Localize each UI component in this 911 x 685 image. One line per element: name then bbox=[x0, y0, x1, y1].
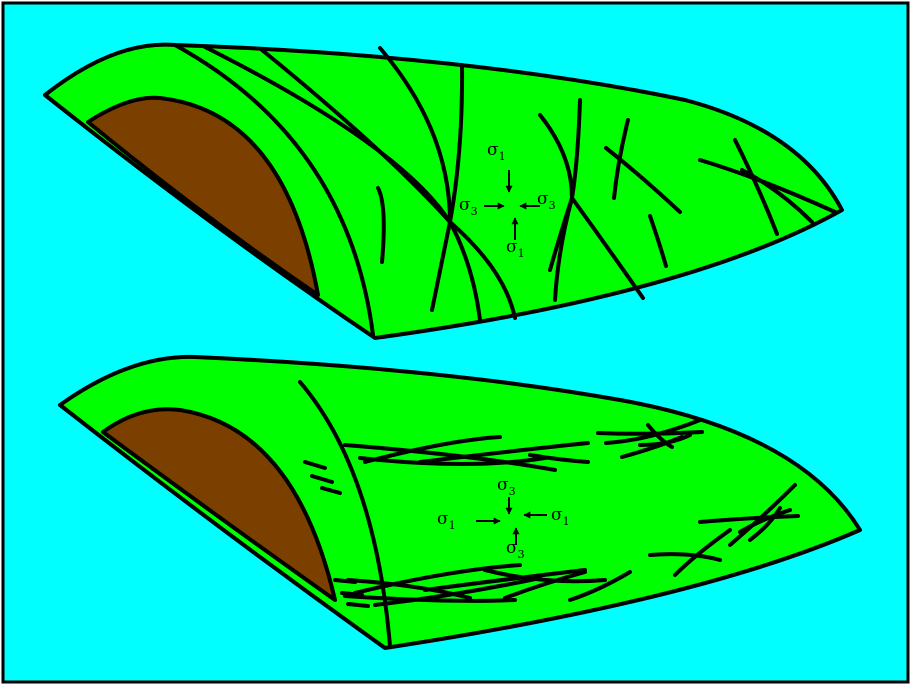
fold-fracture-diagram: σ1 σ1 σ3 σ3 bbox=[0, 0, 911, 685]
diagram-frame: σ1 σ1 σ3 σ3 bbox=[0, 0, 911, 685]
